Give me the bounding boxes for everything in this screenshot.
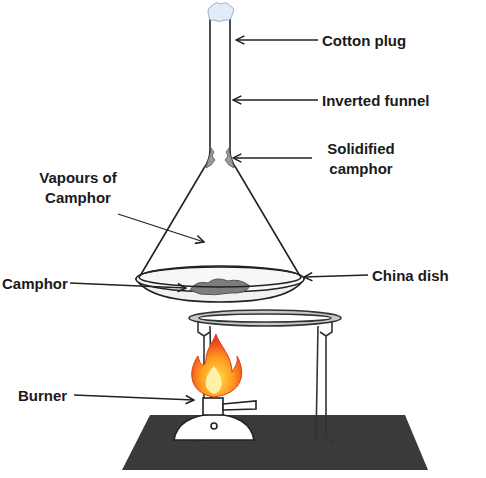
label-text: Inverted funnel — [322, 91, 430, 111]
label-text: China dish — [372, 266, 449, 286]
label-text: Cotton plug — [322, 31, 406, 51]
china-dish — [136, 266, 304, 302]
flame-core — [206, 366, 222, 394]
label-text: Camphor — [2, 274, 68, 294]
flame — [192, 334, 242, 397]
cotton-plug — [208, 3, 234, 22]
label-text: Burner — [18, 386, 67, 406]
burner-symbol — [174, 398, 256, 440]
base-plate — [122, 415, 428, 470]
inverted-funnel — [139, 18, 301, 287]
label-text: Vapours of Camphor — [30, 168, 126, 207]
solidified-camphor — [206, 148, 234, 168]
label-text: Solidified camphor — [318, 139, 404, 178]
